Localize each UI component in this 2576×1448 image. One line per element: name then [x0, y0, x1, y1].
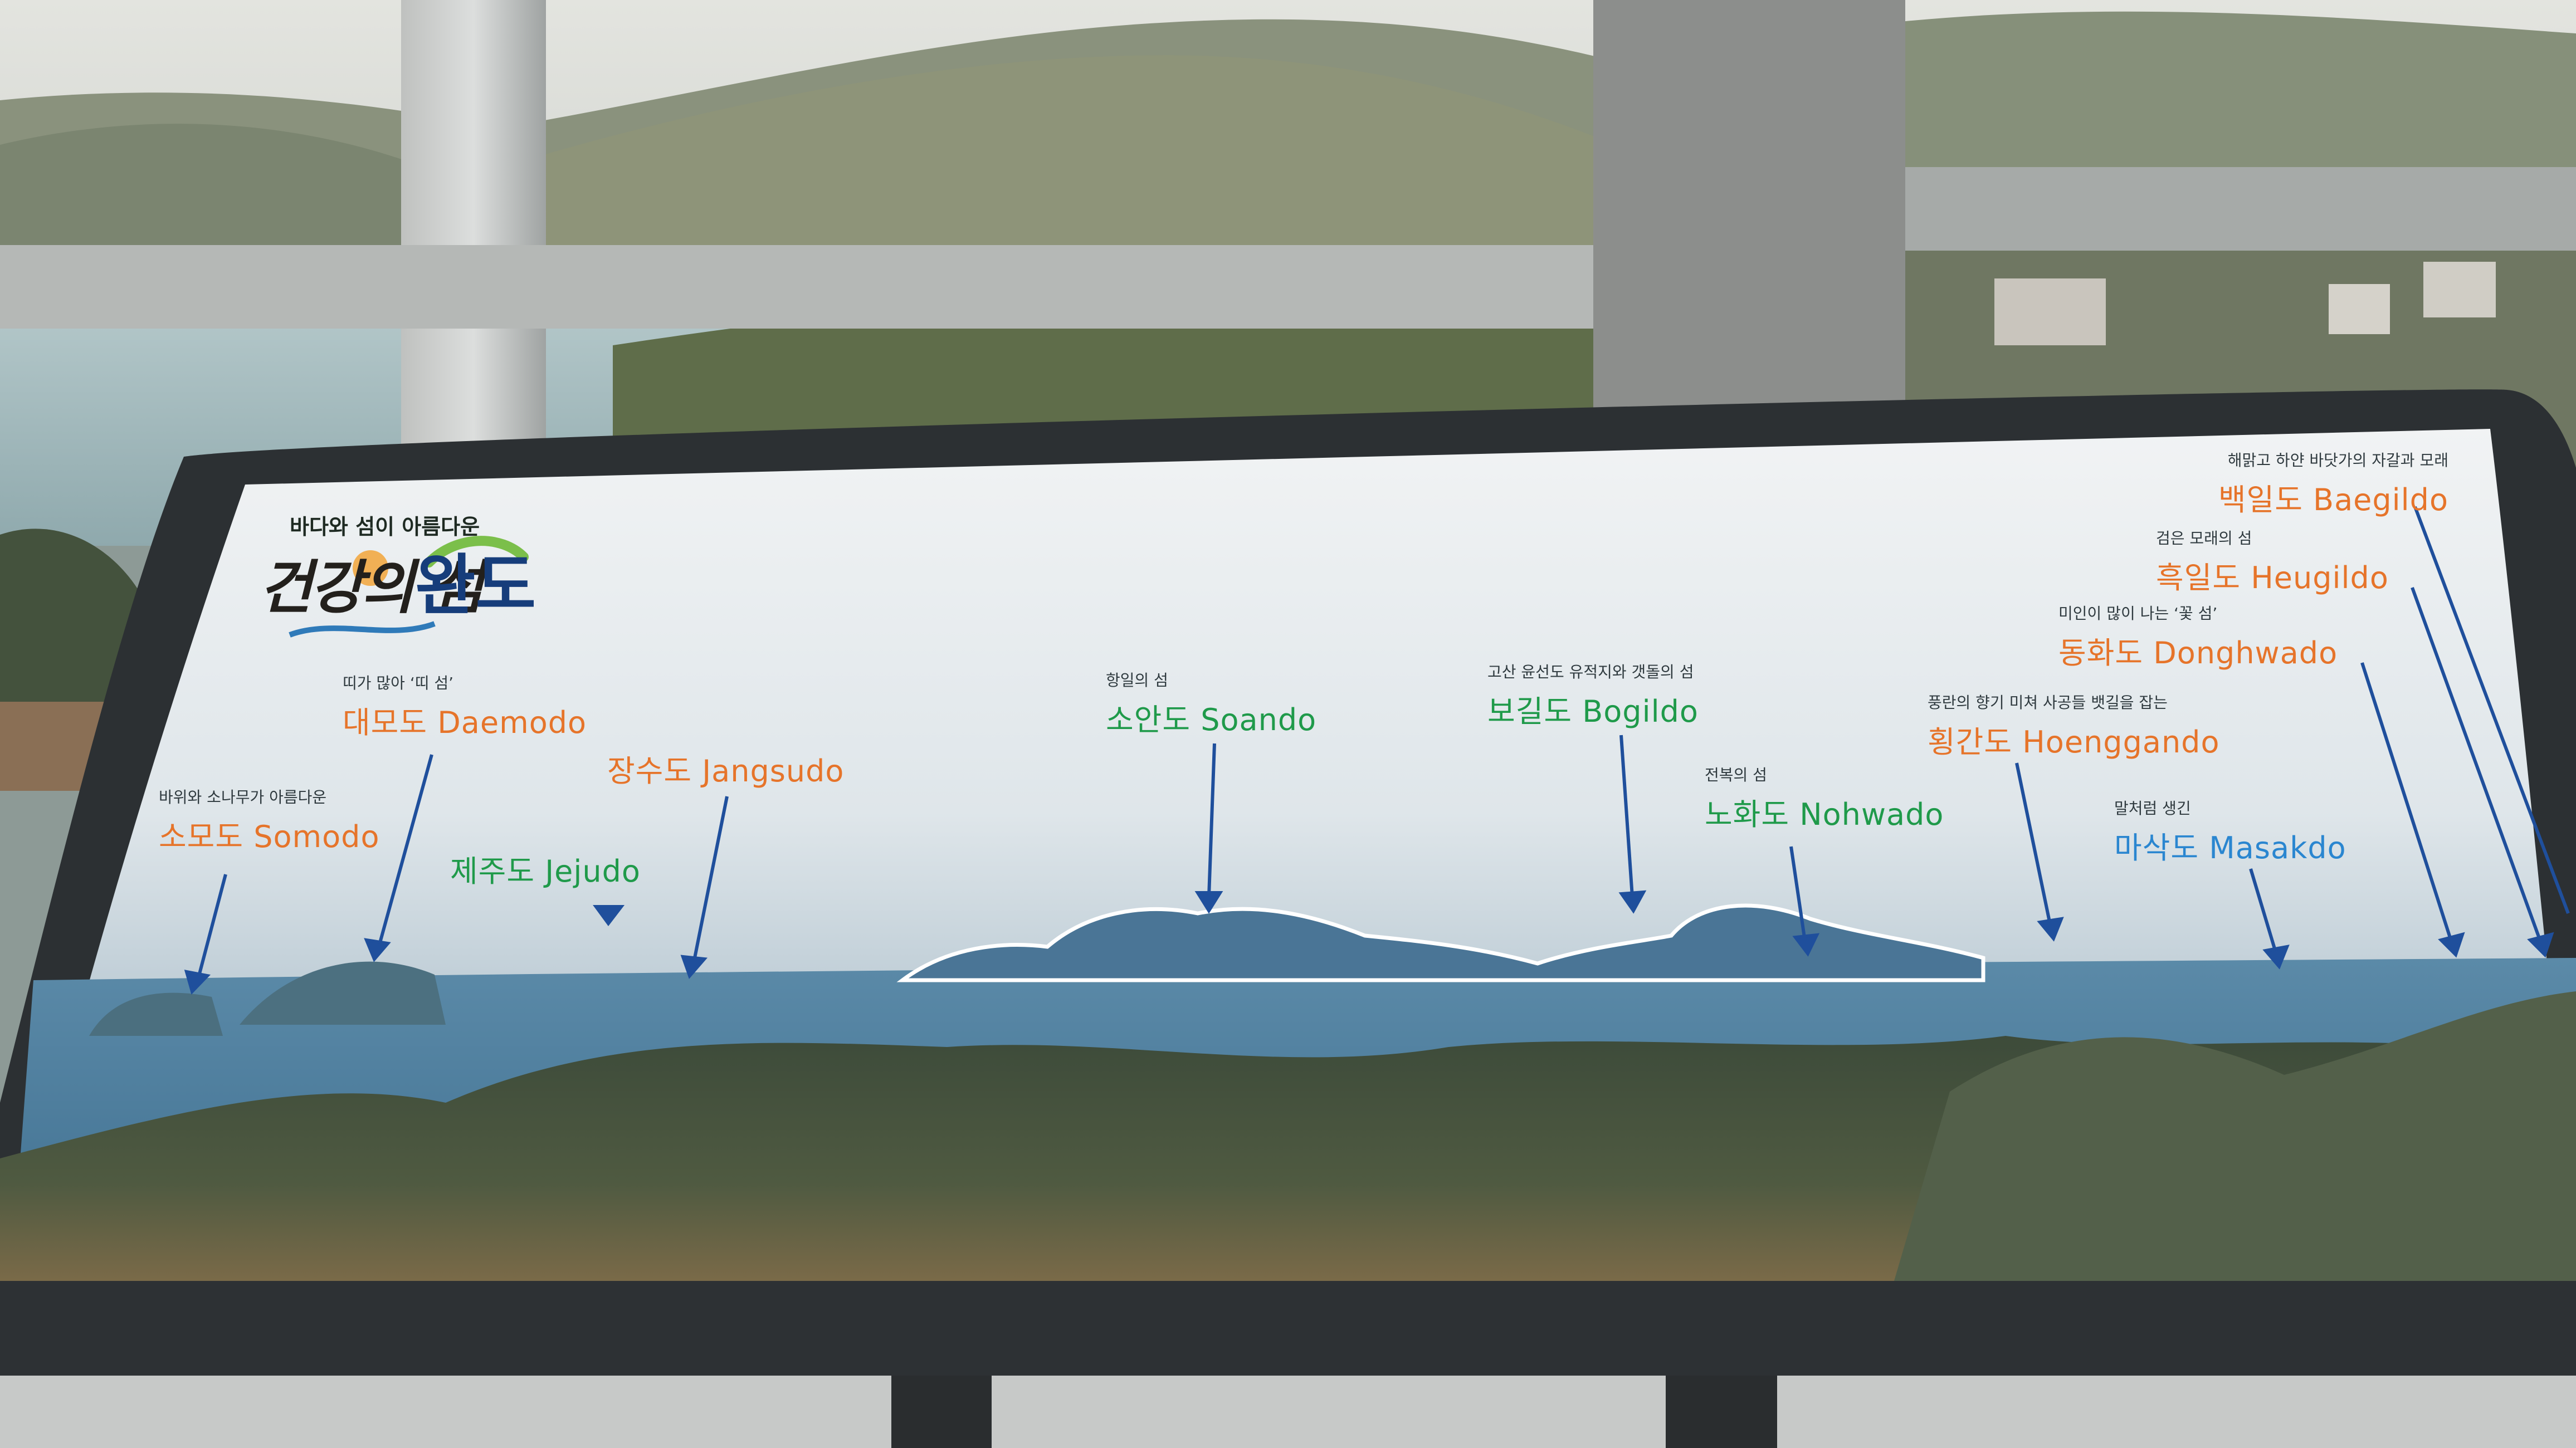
- island-name: 장수도 Jangsudo: [607, 754, 845, 789]
- island-label-soando: 항일의 섬 소안도 Soando: [1106, 668, 1316, 739]
- logo-name-part1: 건강의 섬: [259, 553, 484, 622]
- island-label-daemodo: 띠가 많아 ‘띠 섬’ 대모도 Daemodo: [343, 671, 587, 742]
- island-name: 백일도 Baegildo: [2218, 482, 2448, 517]
- island-subtitle: 띠가 많아 ‘띠 섬’: [343, 674, 454, 692]
- island-name: 횡간도 Hoenggando: [1928, 725, 2220, 760]
- island-label-nohwado: 전복의 섬 노화도 Nohwado: [1705, 763, 1944, 834]
- island-subtitle: 풍란의 향기 미쳐 사공들 뱃길을 잡는: [1928, 693, 2168, 712]
- island-subtitle: 미인이 많이 나는 ‘꽃 섬’: [2058, 604, 2218, 623]
- island-subtitle: 항일의 섬: [1106, 671, 1168, 689]
- island-label-jejudo: 제주도 Jejudo: [450, 847, 641, 891]
- island-subtitle: 검은 모래의 섬: [2156, 529, 2252, 547]
- island-name: 마삭도 Masakdo: [2114, 830, 2346, 865]
- island-name: 소안도 Soando: [1106, 702, 1317, 737]
- island-name: 제주도 Jejudo: [450, 854, 641, 889]
- island-label-somodo: 바위와 소나무가 아름다운 소모도 Somodo: [159, 785, 379, 856]
- island-label-baegildo: 해맑고 하얀 바닷가의 자갈과 모래 백일도 Baegildo: [2145, 448, 2448, 519]
- island-name: 노화도 Nohwado: [1705, 797, 1944, 832]
- island-subtitle: 해맑고 하얀 바닷가의 자갈과 모래: [2227, 451, 2448, 469]
- island-name: 흑일도 Heugildo: [2156, 560, 2389, 595]
- island-label-hoenggando: 풍란의 향기 미쳐 사공들 뱃길을 잡는 횡간도 Hoenggando: [1928, 691, 2219, 761]
- island-name: 보길도 Bogildo: [1487, 694, 1699, 729]
- island-label-donghwado: 미인이 많이 나는 ‘꽃 섬’ 동화도 Donghwado: [2058, 601, 2338, 672]
- island-label-heugildo: 검은 모래의 섬 흑일도 Heugildo: [2156, 526, 2389, 597]
- island-subtitle: 말처럼 생긴: [2114, 799, 2191, 818]
- island-name: 대모도 Daemodo: [343, 705, 587, 740]
- logo-name-part2: 완도: [415, 546, 536, 624]
- island-subtitle: 바위와 소나무가 아름다운: [159, 788, 327, 806]
- logo-tagline: 바다와 섬이 아름다운: [290, 515, 480, 539]
- island-subtitle: 고산 윤선도 유적지와 갯돌의 섬: [1487, 663, 1694, 681]
- island-label-bogildo: 고산 윤선도 유적지와 갯돌의 섬 보길도 Bogildo: [1487, 660, 1699, 731]
- island-subtitle: 전복의 섬: [1705, 766, 1767, 784]
- island-name: 소모도 Somodo: [159, 819, 380, 854]
- island-name: 동화도 Donghwado: [2058, 635, 2338, 671]
- island-label-jangsudo: 장수도 Jangsudo: [607, 746, 844, 790]
- island-label-masakdo: 말처럼 생긴 마삭도 Masakdo: [2114, 796, 2346, 867]
